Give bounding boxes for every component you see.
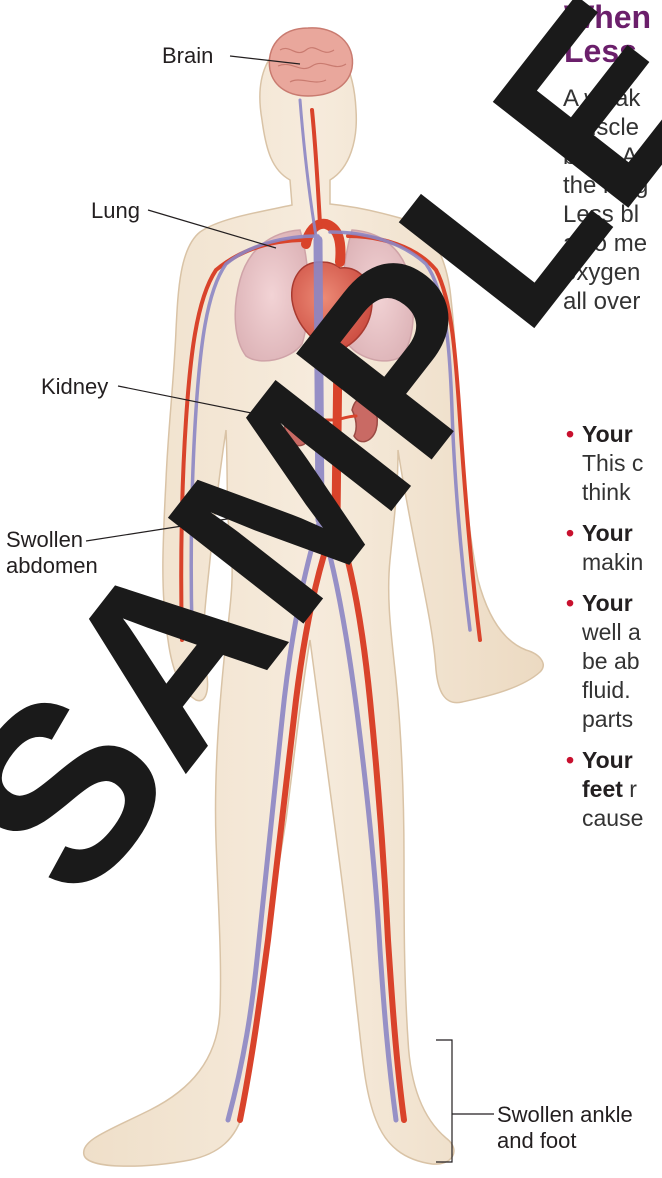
section-heading: When Less: [564, 0, 651, 68]
bullet-1-line-2: This c: [582, 449, 643, 478]
bullet-3-line-2: well a: [582, 618, 643, 647]
bullet-2-bold: Your: [582, 520, 633, 546]
left-kidney: [285, 402, 311, 446]
bullet-4-r: r: [623, 776, 637, 802]
bullet-4-line-3: cause: [582, 804, 643, 833]
bullet-4-line-2: feet r: [582, 775, 643, 804]
label-kidney: Kidney: [41, 374, 108, 400]
bullet-3-line-4: fluid.: [582, 676, 643, 705]
label-swollen-ankle-line1: Swollen ankle: [497, 1102, 633, 1128]
list-item: Your makin: [566, 519, 643, 577]
body-line-7: oxygen: [563, 258, 662, 287]
bullet-1-bold: Your: [582, 421, 633, 447]
body-line-8: all over: [563, 287, 662, 316]
body-line-3: beat. A: [563, 142, 662, 171]
bullet-3-line-3: be ab: [582, 647, 643, 676]
label-brain: Brain: [162, 43, 213, 69]
symptom-list: Your This c think Your makin Your well a…: [566, 420, 643, 845]
bullet-2-line-2: makin: [582, 548, 643, 577]
body-line-6: also me: [563, 229, 662, 258]
list-item: Your well a be ab fluid. parts: [566, 589, 643, 734]
list-item: Your feet r cause: [566, 746, 643, 833]
label-swollen-abdomen-line1: Swollen: [6, 527, 98, 553]
label-lung: Lung: [91, 198, 140, 224]
body-paragraph: A weak muscle beat. A the lung Less bl a…: [563, 84, 662, 316]
label-swollen-abdomen: Swollen abdomen: [6, 527, 98, 579]
list-item: Your This c think: [566, 420, 643, 507]
bullet-3-bold: Your: [582, 590, 633, 616]
body-line-1: A weak: [563, 84, 662, 113]
label-swollen-abdomen-line2: abdomen: [6, 553, 98, 579]
body-line-4: the lung: [563, 171, 662, 200]
bullet-4-feet: feet: [582, 776, 623, 802]
body-line-2: muscle: [563, 113, 662, 142]
body-line-5: Less bl: [563, 200, 662, 229]
bullet-3-line-5: parts: [582, 705, 643, 734]
heading-line-1: When: [564, 0, 651, 34]
heading-line-2: Less: [564, 34, 651, 68]
label-swollen-ankle: Swollen ankle and foot: [497, 1102, 633, 1154]
bullet-1-line-3: think: [582, 478, 643, 507]
label-swollen-ankle-line2: and foot: [497, 1128, 633, 1154]
bullet-4-bold: Your: [582, 747, 633, 773]
